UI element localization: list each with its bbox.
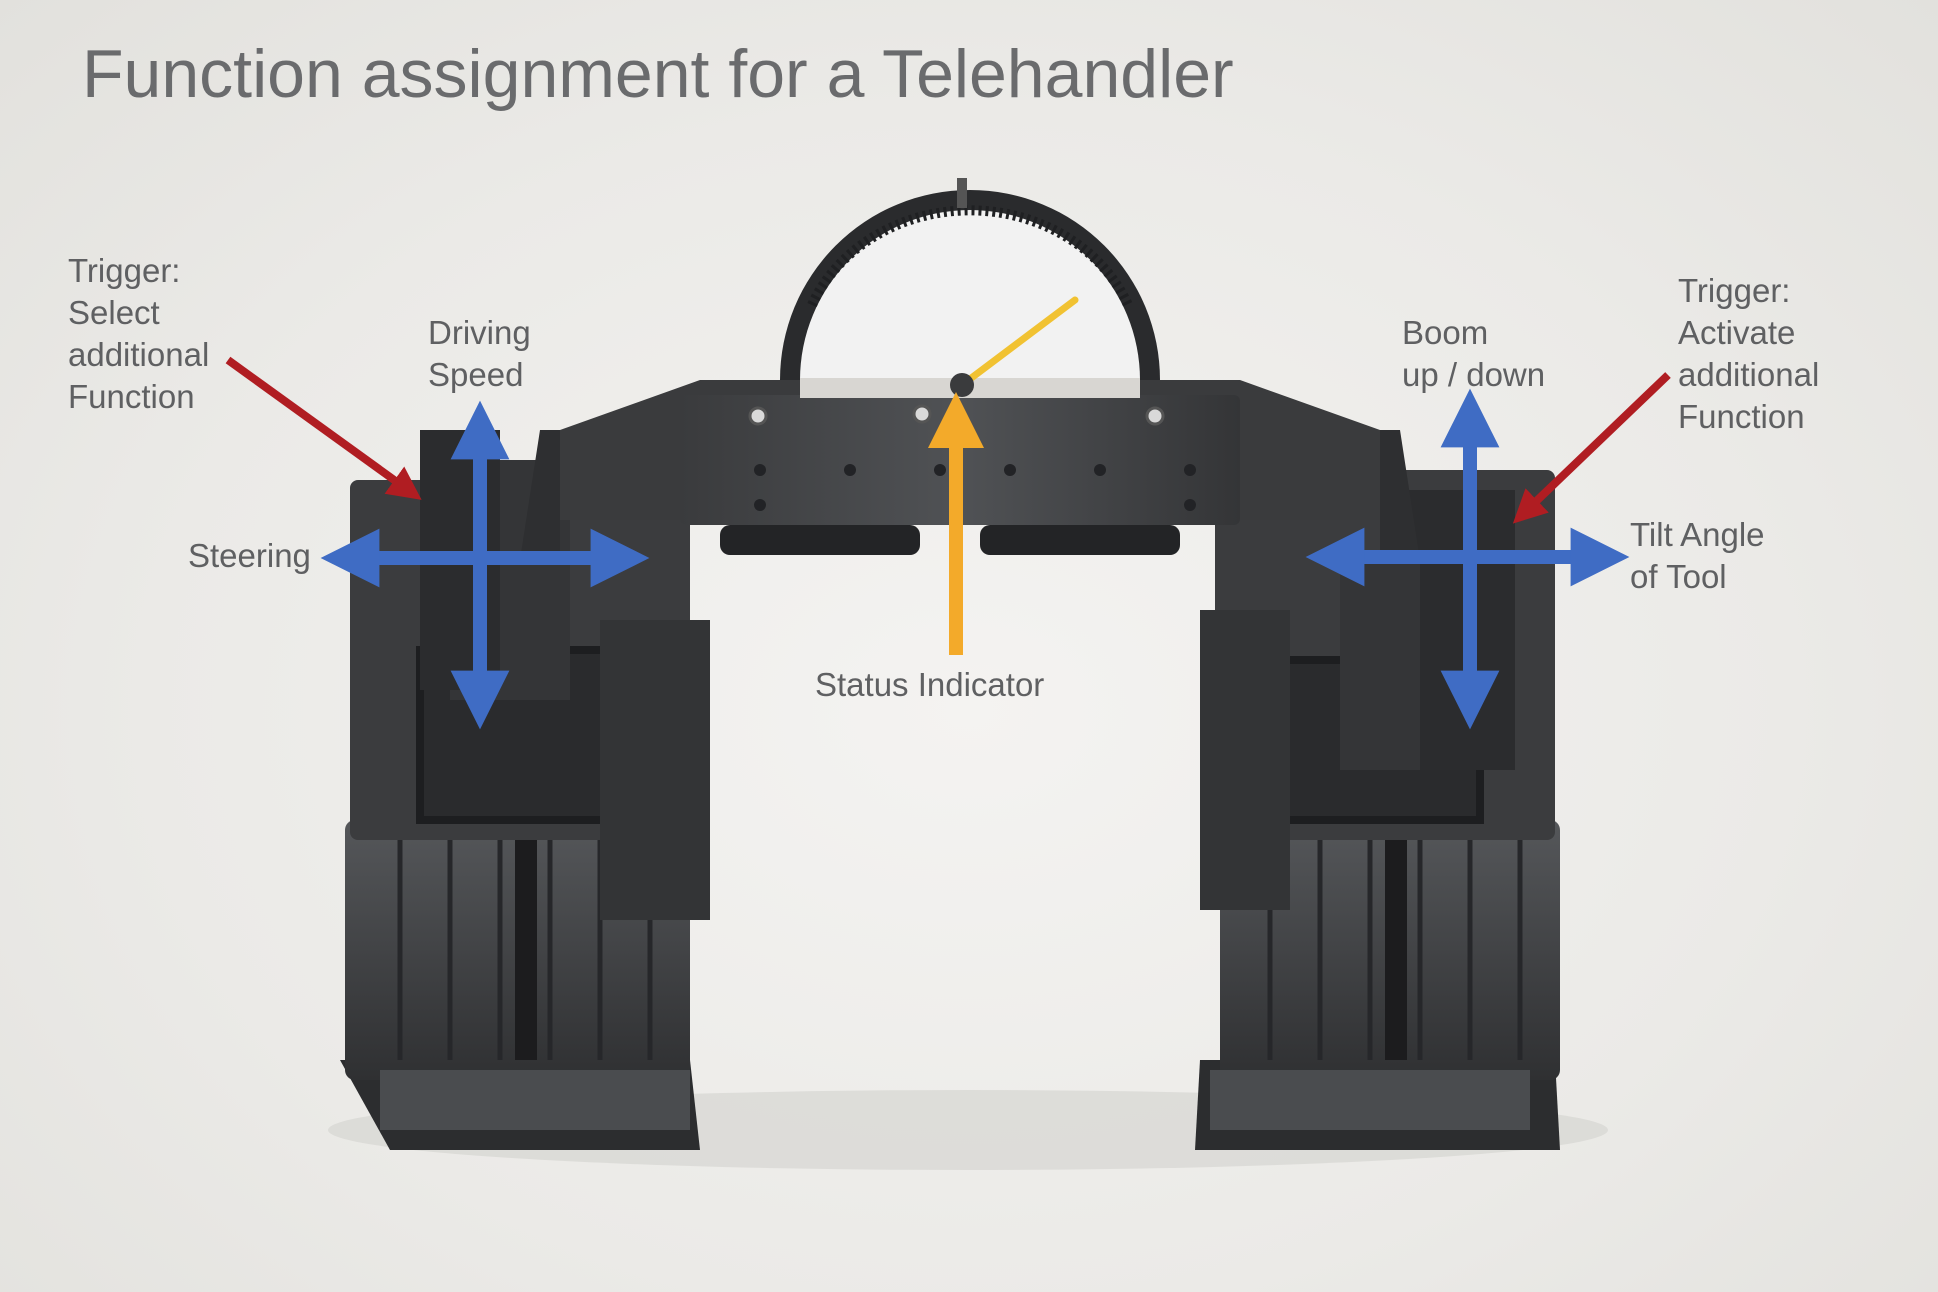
right-four-way-arrow-icon xyxy=(1305,388,1630,730)
label-tilt-angle: Tilt Angle of Tool xyxy=(1630,516,1765,595)
left-four-way-arrow-icon xyxy=(320,400,650,730)
label-status-indicator: Status Indicator xyxy=(815,666,1045,703)
gauge-needle xyxy=(958,296,1079,389)
label-steering: Steering xyxy=(188,537,311,574)
status-gauge xyxy=(780,178,1160,398)
label-trigger-left: Trigger: Select additional Function xyxy=(68,252,210,415)
label-trigger-right: Trigger: Activate additional Function xyxy=(1678,272,1820,435)
label-boom: Boom up / down xyxy=(1402,314,1546,393)
right-trigger-arrow-icon xyxy=(1512,372,1671,524)
left-trigger-arrow-icon xyxy=(225,356,422,500)
label-driving-speed: Driving Speed xyxy=(428,314,531,393)
page-title: Function assignment for a Telehandler xyxy=(82,36,1234,112)
right-control-pod xyxy=(1195,470,1560,1150)
